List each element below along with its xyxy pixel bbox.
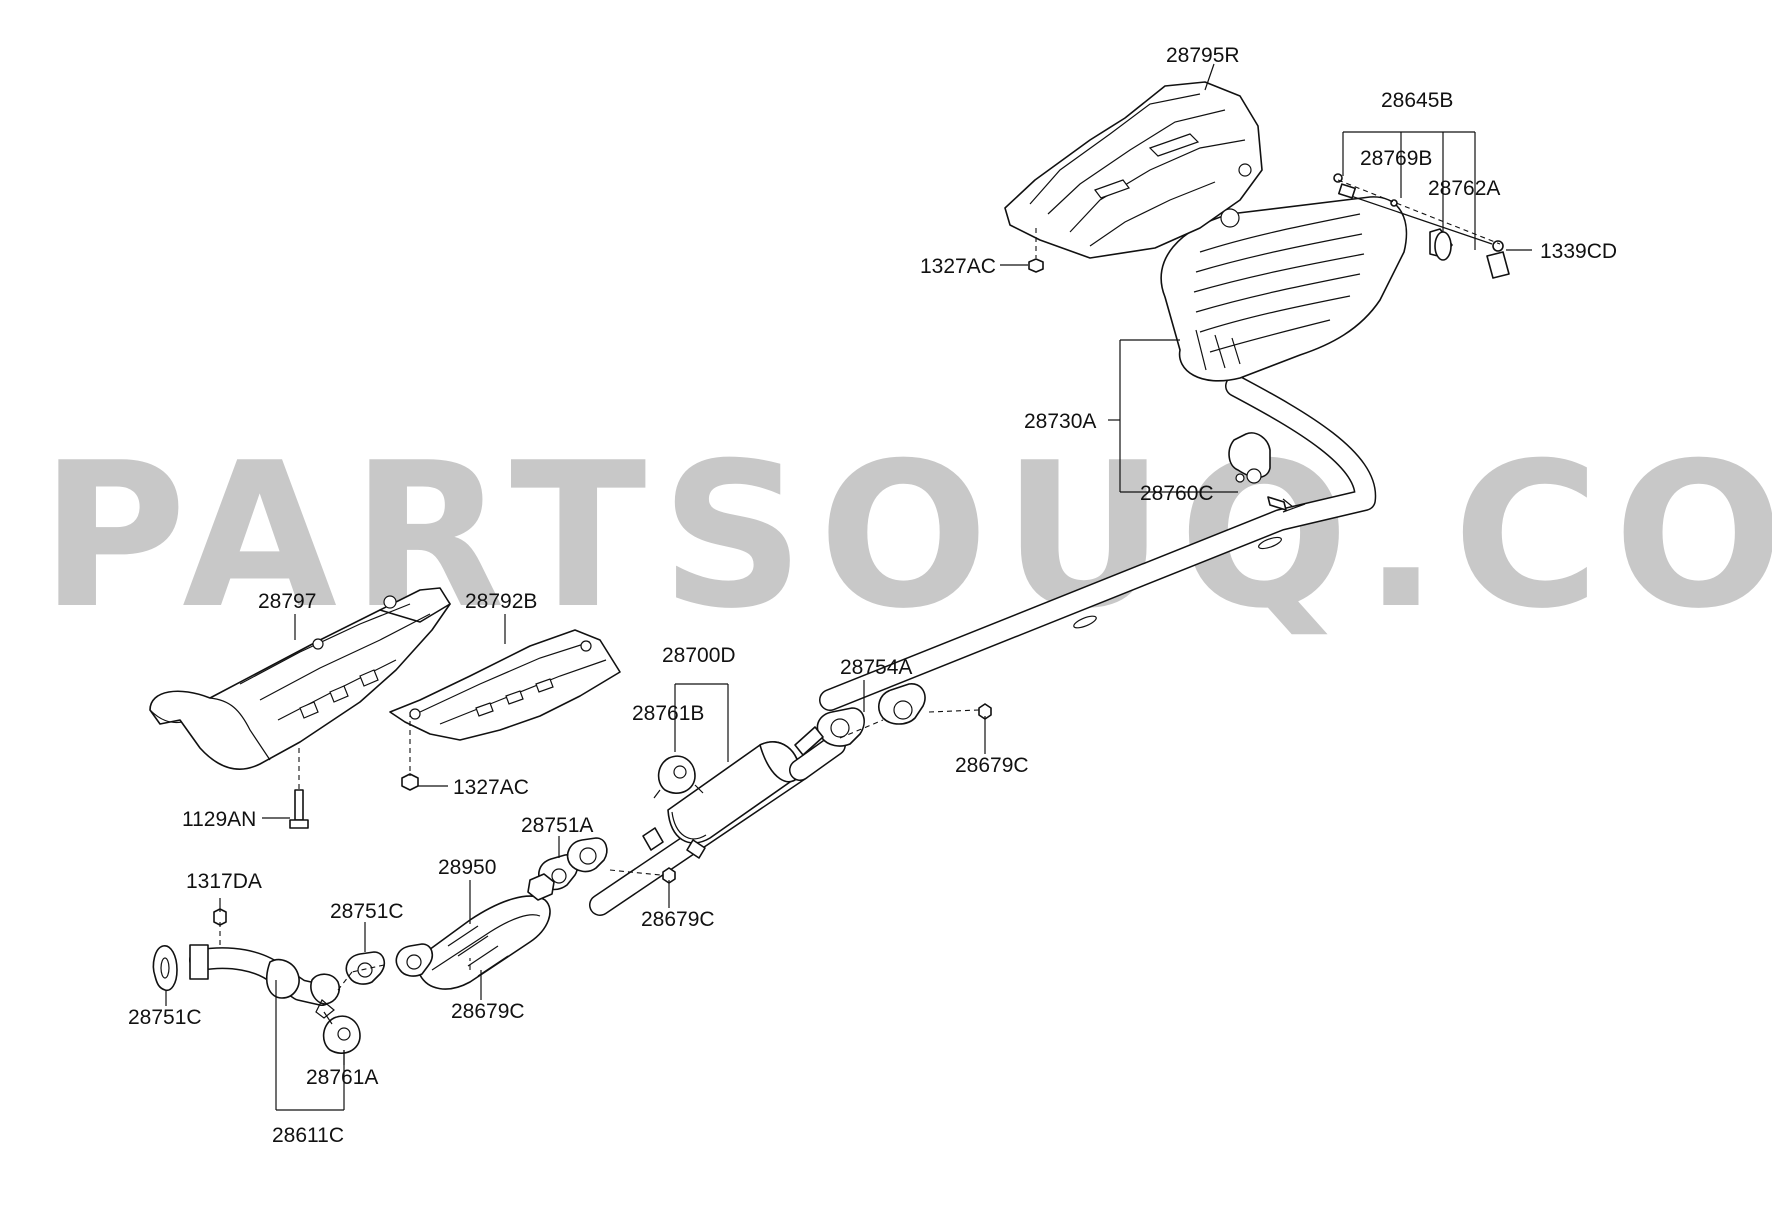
nut-1327ac-mid[interactable] <box>401 773 419 791</box>
nut-28679c-mid[interactable] <box>662 867 676 884</box>
rubber-hanger-28761a[interactable] <box>322 1011 361 1054</box>
callout-28679c-mid[interactable]: 28679C <box>641 908 715 931</box>
nut-28679c-right[interactable] <box>978 703 992 720</box>
watermark-text: PARTSOUQ.COM <box>40 420 1772 653</box>
callout-28792b[interactable]: 28792B <box>465 590 537 613</box>
callout-1317da[interactable]: 1317DA <box>186 870 262 893</box>
callout-28769b[interactable]: 28769B <box>1360 147 1432 170</box>
leader-lines <box>165 63 1532 1111</box>
catalytic-converter[interactable] <box>395 873 555 990</box>
callout-28679c-right[interactable]: 28679C <box>955 754 1029 777</box>
gasket-28751c-mid[interactable] <box>345 951 386 985</box>
callout-28761a[interactable]: 28761A <box>306 1066 378 1089</box>
flange-main-pipe-front <box>878 683 926 725</box>
bolt-1129an[interactable] <box>289 789 309 829</box>
callout-28795r[interactable]: 28795R <box>1166 44 1240 67</box>
rubber-hanger-28760c[interactable] <box>1228 432 1287 511</box>
callout-28700d[interactable]: 28700D <box>662 644 736 667</box>
rear-hanger-bracket[interactable] <box>1333 173 1510 279</box>
callout-28797[interactable]: 28797 <box>258 590 316 613</box>
heat-shield-28792b[interactable] <box>389 629 621 741</box>
flange-28754a-left <box>794 726 824 756</box>
flange-center-front <box>566 837 608 873</box>
callout-28950[interactable]: 28950 <box>438 856 496 879</box>
callout-28730a[interactable]: 28730A <box>1024 410 1096 433</box>
callouts: 28795R 28645B 28769B 28762A 1339CD 1327A… <box>128 44 1617 1147</box>
callout-1129an[interactable]: 1129AN <box>182 808 256 831</box>
gasket-28751c-left[interactable] <box>152 945 178 992</box>
front-pipe[interactable] <box>189 944 341 1019</box>
callout-28645b[interactable]: 28645B <box>1381 89 1453 112</box>
rubber-hanger-28761b[interactable] <box>653 755 704 799</box>
nut-1327ac-top[interactable] <box>1028 258 1044 273</box>
callout-28751a[interactable]: 28751A <box>521 814 593 837</box>
center-muffler[interactable] <box>589 734 846 916</box>
callout-28762a[interactable]: 28762A <box>1428 177 1500 200</box>
callout-1327ac-mid[interactable]: 1327AC <box>453 776 529 799</box>
rear-heat-shield[interactable] <box>1004 81 1263 259</box>
callout-1339cd[interactable]: 1339CD <box>1540 240 1617 263</box>
assembly-lines <box>219 179 1501 991</box>
main-pipe <box>819 375 1377 711</box>
gasket-28754a[interactable] <box>816 707 865 747</box>
callout-28761b[interactable]: 28761B <box>632 702 704 725</box>
callout-1327ac-top[interactable]: 1327AC <box>920 255 996 278</box>
callout-28754a[interactable]: 28754A <box>840 656 912 679</box>
callout-28751c-left[interactable]: 28751C <box>128 1006 202 1029</box>
callout-28751c-mid[interactable]: 28751C <box>330 900 404 923</box>
callout-28679c-low[interactable]: 28679C <box>451 1000 525 1023</box>
callout-28760c[interactable]: 28760C <box>1140 482 1214 505</box>
front-heat-shield-28797[interactable] <box>149 587 451 770</box>
callout-28611c[interactable]: 28611C <box>272 1124 344 1147</box>
